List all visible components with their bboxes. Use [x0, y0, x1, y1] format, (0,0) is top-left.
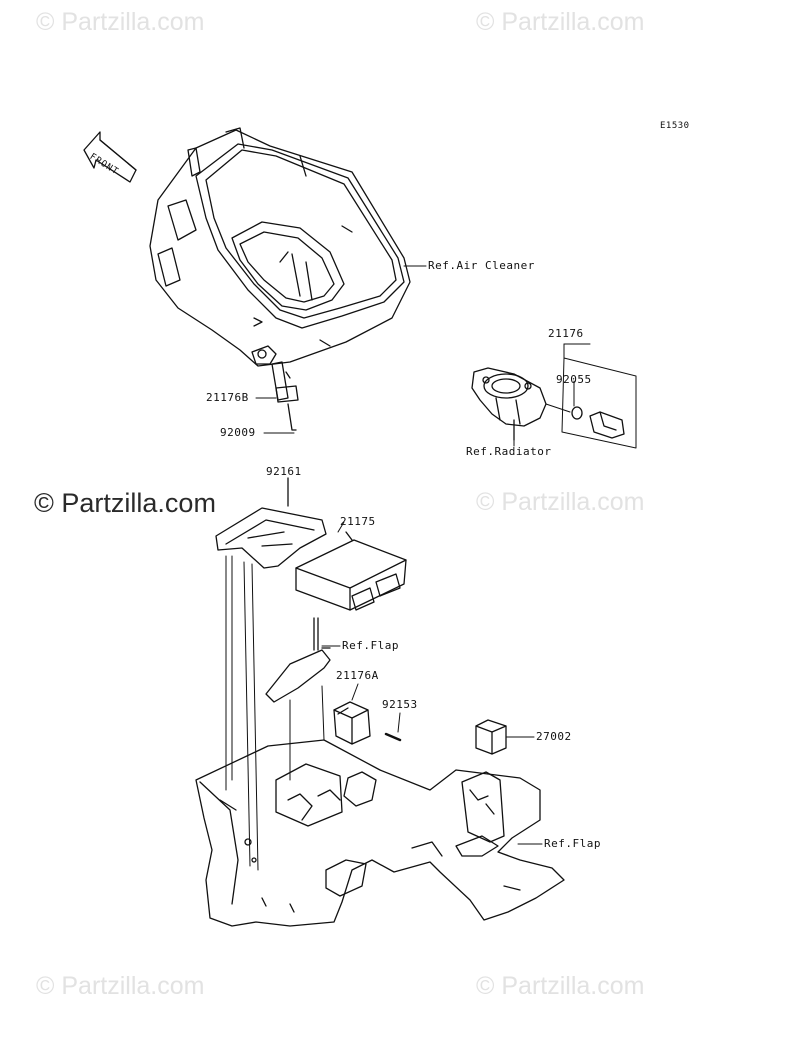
ecu-21175-drawing — [296, 532, 406, 610]
label-ref-air-cleaner: Ref.Air Cleaner — [428, 259, 535, 272]
label-21176a: 21176A — [336, 669, 379, 682]
label-21176: 21176 — [548, 327, 584, 340]
diagram-code: E1530 — [660, 121, 690, 131]
label-27002: 27002 — [536, 730, 572, 743]
bracket-92161-drawing — [216, 478, 326, 568]
temp-sensor-drawing — [590, 412, 624, 438]
label-21175: 21175 — [340, 515, 376, 528]
radiator-housing-drawing — [472, 368, 546, 440]
label-92153: 92153 — [382, 698, 418, 711]
watermark-top-left: © Partzilla.com — [36, 8, 205, 36]
watermark-bottom-right: © Partzilla.com — [476, 972, 645, 1000]
watermark-middle-left: © Partzilla.com — [34, 488, 216, 518]
label-92161: 92161 — [266, 465, 302, 478]
label-21176b: 21176B — [206, 391, 249, 404]
watermark-top-right: © Partzilla.com — [476, 8, 645, 36]
sensor-21176b-drawing — [272, 362, 298, 430]
air-cleaner-drawing — [150, 128, 410, 366]
o-ring-92055-drawing — [572, 407, 582, 419]
label-ref-radiator: Ref.Radiator — [466, 445, 552, 458]
label-92009: 92009 — [220, 426, 256, 439]
watermark-bottom-left: © Partzilla.com — [36, 972, 205, 1000]
label-92055: 92055 — [556, 373, 592, 386]
sensor-21176a-drawing — [334, 702, 370, 744]
watermark-middle-right: © Partzilla.com — [476, 488, 645, 516]
frame-base-drawing — [196, 740, 564, 926]
flap-1-drawing — [266, 618, 330, 702]
front-arrow-icon — [84, 132, 136, 182]
label-ref-flap-2: Ref.Flap — [544, 837, 601, 850]
label-ref-flap-1: Ref.Flap — [342, 639, 399, 652]
relay-27002-drawing — [476, 720, 506, 754]
